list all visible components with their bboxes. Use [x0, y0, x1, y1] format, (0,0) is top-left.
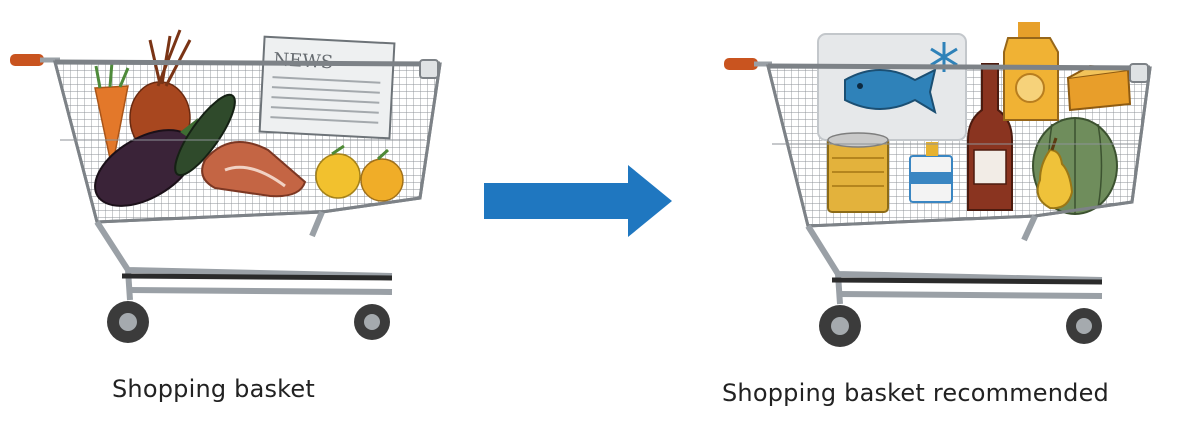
- cart-wheel-icon: [107, 301, 149, 343]
- carrot-icon: [94, 61, 130, 169]
- right-arrow-icon: [484, 165, 672, 237]
- wine-bottle-icon: [967, 63, 1013, 211]
- cart-base-tray: [831, 277, 1103, 285]
- frozen-fish-icon: [817, 33, 967, 141]
- caption-shopping-basket-recommended: Shopping basket recommended: [722, 379, 1109, 407]
- cart-handle-icon: [10, 54, 44, 66]
- cart-base-tray: [121, 273, 393, 281]
- lemons-icon: [315, 144, 404, 202]
- yogurt-cup-icon: [909, 142, 953, 203]
- cart-handle-icon: [724, 58, 758, 70]
- meat-icon: [201, 141, 307, 198]
- cart-wheel-icon: [354, 304, 390, 340]
- shopping-cart-right: [724, 22, 1152, 347]
- juice-carton-icon: [1003, 22, 1059, 121]
- caption-shopping-basket: Shopping basket: [112, 375, 316, 403]
- cucumber-icon: [174, 93, 236, 177]
- cart-wheel-icon: [819, 305, 861, 347]
- shopping-cart-left: NEWS: [10, 29, 442, 343]
- canned-food-icon: [827, 132, 889, 213]
- eggplant-icon: [94, 118, 198, 207]
- newspaper-icon: NEWS: [258, 35, 396, 140]
- cart-frame: [94, 210, 393, 301]
- cheese-icon: [1066, 64, 1132, 112]
- pear-icon: [1036, 137, 1074, 210]
- cart-wheel-icon: [1066, 308, 1102, 344]
- cart-frame: [805, 214, 1103, 305]
